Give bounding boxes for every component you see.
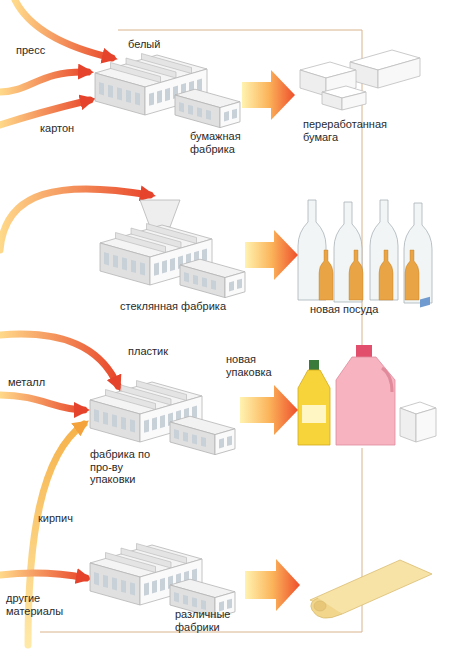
product-node: новая упаковка xyxy=(298,345,440,450)
node-label: новая посуда xyxy=(310,303,430,316)
bottles xyxy=(298,200,432,303)
process-arrow xyxy=(245,230,298,280)
node-label: фабрика по про-ву упаковки xyxy=(90,448,152,486)
factory-node: стеклянная фабрика xyxy=(95,190,245,320)
node-label: различные фабрики xyxy=(175,608,275,633)
factory-node: бумажная фабрика xyxy=(92,40,242,165)
factory-node: фабрика по про-ву упаковки xyxy=(85,380,240,490)
product-node: переработанная бумага xyxy=(295,40,435,152)
material-label: картон xyxy=(40,122,90,135)
material-label: пресс xyxy=(16,44,66,57)
node-label: переработанная бумага xyxy=(303,118,413,143)
paper-roll xyxy=(310,560,432,618)
material-label: кирпич xyxy=(38,512,88,525)
material-label: белый xyxy=(128,38,178,51)
product-node: новая посуда xyxy=(298,195,438,320)
material-label: металл xyxy=(8,376,58,389)
node-label: новая упаковка xyxy=(226,353,298,378)
paper-stack xyxy=(300,50,420,110)
product-arrow xyxy=(245,559,300,611)
factory-node: различные фабрики xyxy=(85,540,245,625)
node-label: стеклянная фабрика xyxy=(120,300,245,313)
packaging xyxy=(298,297,436,445)
process-arrow xyxy=(242,70,295,120)
node-label: бумажная фабрика xyxy=(190,130,250,155)
process-arrow xyxy=(240,385,298,435)
material-label: другие материалы xyxy=(6,592,78,617)
material-label: пластик xyxy=(128,345,188,358)
